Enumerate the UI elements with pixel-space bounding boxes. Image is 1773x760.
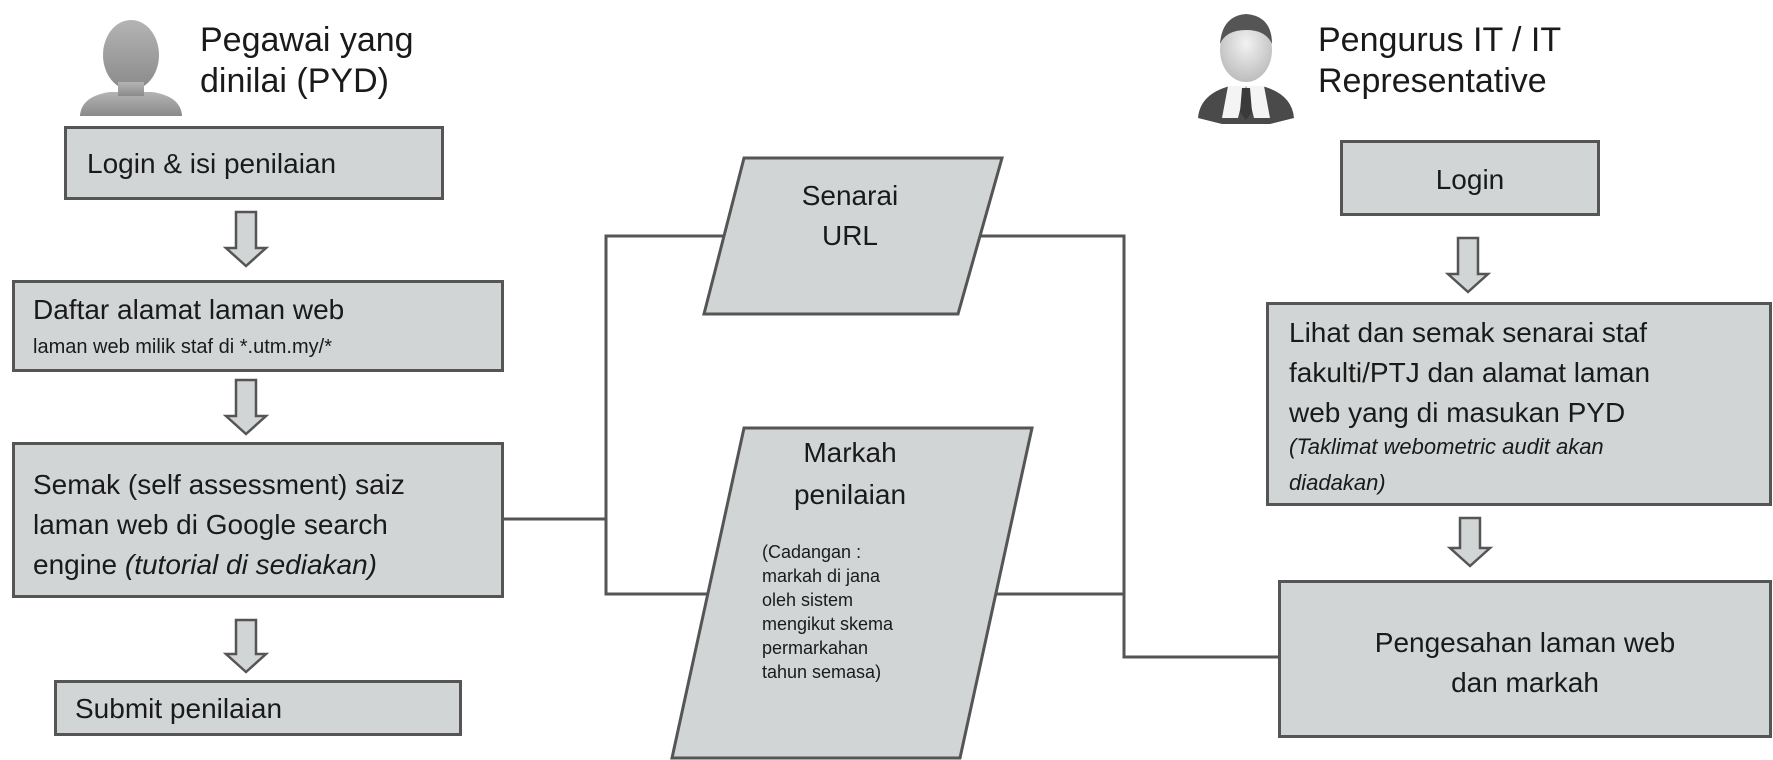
connectors — [504, 234, 1278, 659]
markah-parallelogram — [670, 426, 1034, 760]
down-arrow-icon — [1446, 516, 1494, 568]
connector-step3-to-url — [504, 234, 744, 521]
pengesahan-text: Pengesahan laman web dan markah — [1281, 623, 1769, 703]
semak-line1: Semak (self assessment) saiz — [33, 469, 405, 500]
markah-line1: Markah — [803, 437, 897, 468]
pengesahan-line1: Pengesahan laman web — [1374, 627, 1676, 658]
markah-note-line: markah di jana — [762, 566, 881, 586]
taklimat-line: diadakan) — [1289, 470, 1386, 495]
login-isi-penilaian-box: Login & isi penilaian — [64, 126, 444, 200]
submit-penilaian-label: Submit penilaian — [75, 693, 283, 724]
markah-note-line: permarkahan — [762, 638, 869, 658]
daftar-alamat-title: Daftar alamat laman web — [33, 294, 345, 325]
login-it-box: Login — [1340, 140, 1600, 216]
markah-note-line: (Cadangan : — [762, 542, 862, 562]
lihat-semak-line: Lihat dan semak senarai staf — [1289, 317, 1647, 348]
lihat-semak-box: Lihat dan semak senarai staf fakulti/PTJ… — [1266, 302, 1772, 506]
pengesahan-line2: dan markah — [1451, 667, 1599, 698]
semak-line3-plain: engine — [33, 549, 125, 580]
submit-penilaian-box: Submit penilaian — [54, 680, 462, 736]
down-arrow-icon — [222, 210, 270, 268]
senarai-url-label: Senarai URL — [760, 176, 940, 256]
lihat-semak-line: fakulti/PTJ dan alamat laman — [1289, 357, 1651, 388]
semak-line2: laman web di Google search — [33, 509, 388, 540]
actor-pyd-line2: dinilai (PYD) — [200, 61, 389, 100]
lihat-semak-line: web yang di masukan PYD — [1289, 397, 1626, 428]
senarai-url-parallelogram — [702, 156, 1004, 316]
daftar-alamat-subtitle: laman web milik staf di *.utm.my/* — [33, 336, 332, 358]
markah-note: (Cadangan : markah di jana oleh sistem m… — [762, 540, 893, 684]
person-silhouette-icon — [80, 20, 182, 116]
semak-line3-italic: (tutorial di sediakan) — [124, 549, 377, 580]
markah-penilaian-label: Markah penilaian — [760, 432, 940, 516]
pengesahan-box: Pengesahan laman web dan markah — [1278, 580, 1772, 738]
lihat-semak-note: (Taklimat webometric audit akan diadakan… — [1289, 429, 1604, 501]
connector-url-to-verify — [972, 234, 1278, 659]
down-arrow-icon — [1444, 236, 1492, 294]
login-it-label: Login — [1435, 164, 1505, 195]
markah-line2: penilaian — [793, 479, 907, 510]
actor-it-line2: Representative — [1318, 61, 1547, 100]
taklimat-line: (Taklimat webometric audit akan — [1289, 434, 1604, 459]
markah-note-line: mengikut skema — [762, 614, 894, 634]
businessman-icon — [1198, 14, 1294, 124]
semak-self-assessment-box: Semak (self assessment) saiz laman web d… — [12, 442, 504, 598]
semak-line3: engine (tutorial di sediakan) — [33, 545, 405, 585]
senarai-url-line1: Senarai — [801, 180, 899, 211]
lihat-semak-text: Lihat dan semak senarai staf fakulti/PTJ… — [1289, 313, 1650, 433]
actor-pyd-line1: Pegawai yang — [200, 21, 414, 59]
connector-marks-left — [604, 519, 710, 596]
senarai-url-line2: URL — [821, 220, 878, 251]
actor-it-label: Pengurus IT / IT Representative — [1318, 20, 1561, 102]
actor-pyd-label: Pegawai yang dinilai (PYD) — [200, 20, 414, 102]
markah-note-line: oleh sistem — [762, 590, 854, 610]
login-isi-penilaian-label: Login & isi penilaian — [87, 148, 337, 179]
markah-note-line: tahun semasa) — [762, 662, 882, 682]
down-arrow-icon — [222, 378, 270, 436]
daftar-alamat-box: Daftar alamat laman web laman web milik … — [12, 280, 504, 372]
actor-it-line1: Pengurus IT / IT — [1318, 21, 1562, 59]
semak-self-assessment-text: Semak (self assessment) saiz laman web d… — [33, 465, 405, 585]
down-arrow-icon — [222, 618, 270, 674]
